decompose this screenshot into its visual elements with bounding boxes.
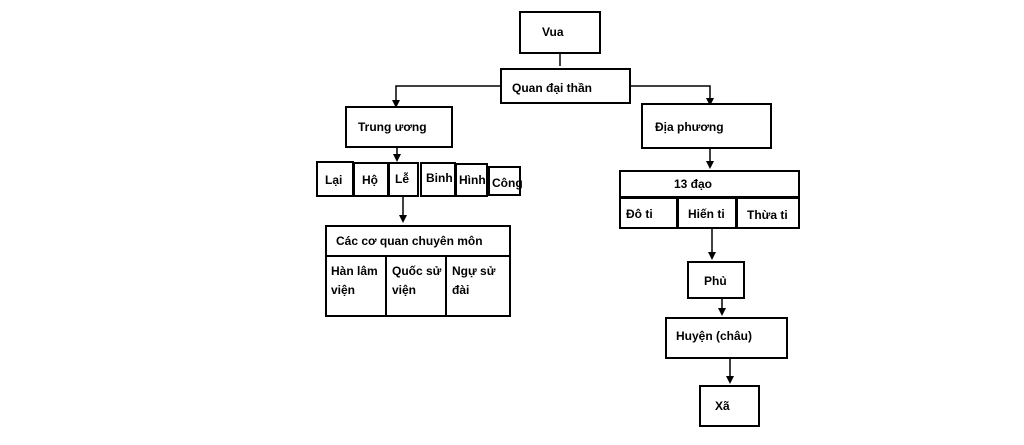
node-huyen-label: Huyện (châu) [676, 329, 753, 343]
ministry-label-le: Lễ [395, 172, 410, 186]
ministry-label-binh: Binh [426, 171, 453, 185]
node-trung-uong-label: Trung ương [358, 120, 427, 134]
agency-label-ngu-su-dai: Ngự sử đài [452, 264, 496, 297]
node-quan-dai-than [500, 68, 631, 104]
ministry-box-ho [353, 162, 389, 197]
agency-box-ngu-su-dai [445, 255, 511, 317]
ministry-label-ho: Hộ [362, 173, 378, 187]
ti-box-thua-ti [736, 197, 800, 229]
node-phu-label: Phủ [704, 274, 727, 288]
ministry-label-hinh: Hình [459, 173, 486, 187]
node-xa [699, 385, 760, 427]
node-dia-phuong [641, 103, 772, 149]
node-dia-phuong-label: Địa phương [655, 120, 724, 134]
ministry-box-hinh [455, 163, 488, 197]
ti-box-do-ti [619, 197, 678, 229]
agency-label-quoc-su-vien: Quốc sử viện [392, 264, 442, 297]
ministry-label-cong: Công [492, 176, 523, 190]
ministry-box-cong [488, 166, 521, 196]
ti-label-hien-ti: Hiến ti [688, 207, 725, 221]
ministry-box-le [388, 162, 419, 197]
node-13-dao-label: 13 đạo [674, 177, 713, 191]
specialized-agencies-title: Các cơ quan chuyên môn [336, 234, 483, 248]
ti-box-hien-ti [677, 197, 737, 229]
ti-label-do-ti: Đô ti [626, 207, 653, 221]
node-phu [687, 261, 745, 299]
node-huyen [665, 317, 788, 359]
node-quan-dai-than-label: Quan đại thần [512, 81, 593, 95]
ministry-label-lai: Lại [325, 173, 343, 187]
agency-label-han-lam-vien: Hàn lâm viện [331, 264, 378, 297]
node-trung-uong [345, 106, 453, 148]
node-vua-label: Vua [542, 25, 564, 39]
node-13-dao [619, 170, 800, 198]
node-vua [519, 11, 601, 54]
agency-box-quoc-su-vien [385, 255, 447, 317]
node-xa-label: Xã [715, 399, 730, 413]
ministry-box-lai [316, 161, 354, 197]
ti-label-thua-ti: Thừa ti [747, 208, 788, 222]
